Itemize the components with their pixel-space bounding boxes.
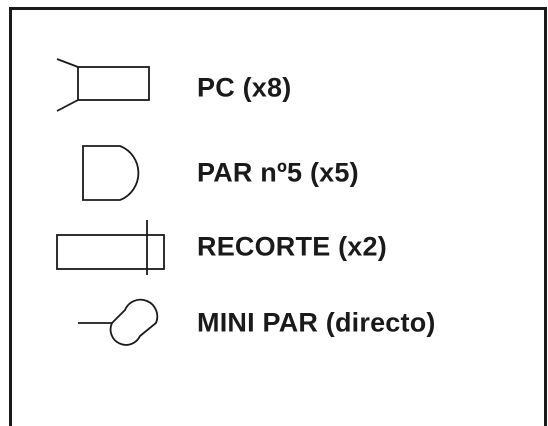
legend-label-mini-par: MINI PAR (directo)	[197, 307, 436, 338]
legend-label-pc: PC (x8)	[197, 72, 292, 103]
legend-box	[9, 7, 547, 426]
legend-label-recorte: RECORTE (x2)	[197, 231, 387, 262]
pc-fixture-icon	[56, 58, 150, 112]
legend-item-mini-par: MINI PAR (directo)	[0, 293, 548, 353]
mini-par-fixture-icon	[78, 298, 159, 346]
legend-item-recorte: RECORTE (x2)	[0, 217, 548, 277]
legend-item-pc: PC (x8)	[0, 58, 548, 118]
profile-spot-icon	[56, 220, 165, 275]
legend-item-par5: PAR nº5 (x5)	[0, 143, 548, 203]
par5-fixture-icon	[82, 145, 140, 201]
legend-label-par5: PAR nº5 (x5)	[197, 157, 359, 188]
